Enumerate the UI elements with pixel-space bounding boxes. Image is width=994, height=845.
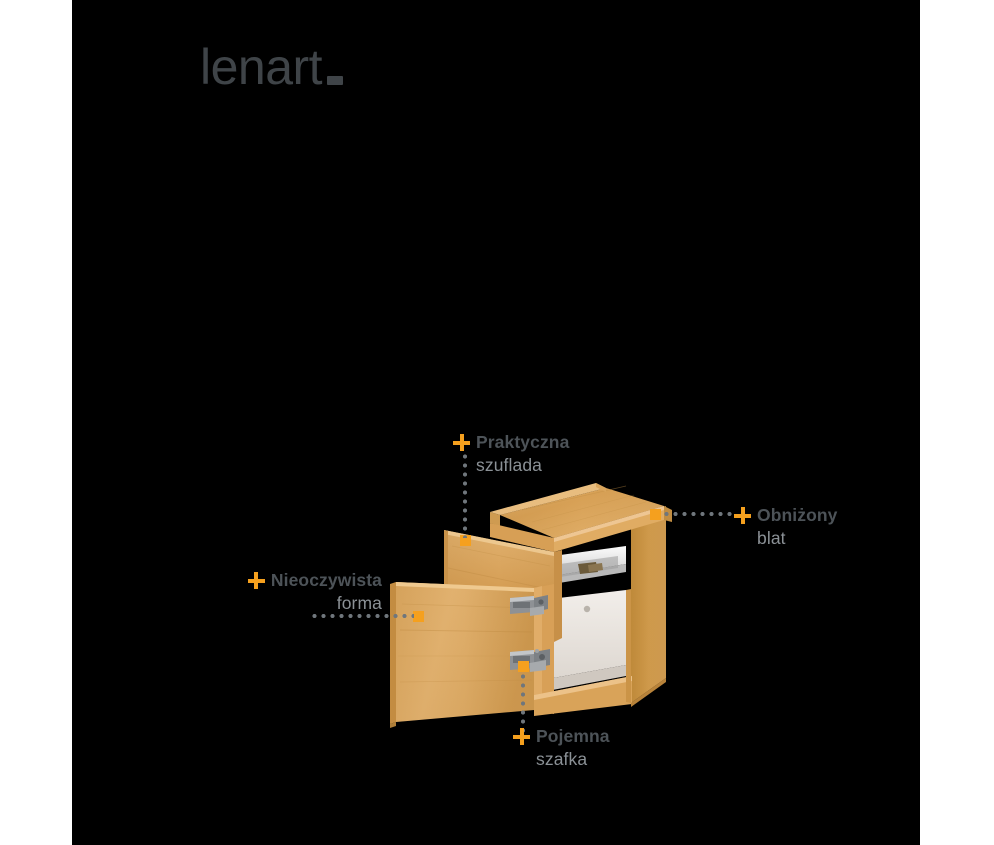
anchor-cabinet-base	[518, 661, 529, 672]
anchor-door-panel	[413, 611, 424, 622]
brand-wordmark: lenart	[200, 39, 323, 95]
drawer-box-side	[554, 550, 562, 642]
cabinet-body-right	[626, 589, 631, 703]
leader-line-obnizony-blat	[662, 512, 734, 516]
cabinet-interior	[542, 590, 626, 692]
leader-line-nieoczywista-forma	[310, 614, 414, 618]
callout-subtitle: szafka	[536, 749, 588, 769]
nightstand-illustration	[382, 480, 712, 740]
callout-subtitle: szuflada	[476, 455, 542, 475]
callout-head: Obniżony	[734, 505, 838, 526]
plus-icon	[247, 572, 265, 589]
anchor-drawer-front	[460, 535, 471, 546]
plus-icon	[734, 507, 751, 524]
leader-line-pojemna-szafka	[521, 672, 525, 734]
drawer-slide-rails	[553, 546, 626, 584]
leader-line-praktyczna-szuflada	[463, 452, 467, 538]
callout-praktyczna-szuflada: Praktyczna szuflada	[453, 432, 569, 476]
top-front-rim	[490, 506, 664, 552]
callout-nieoczywista-forma: Nieoczywista forma	[72, 570, 382, 614]
callout-title: Praktyczna	[476, 432, 570, 452]
cabinet-front-post	[534, 584, 554, 714]
top-back-lip	[490, 483, 606, 526]
brand-logo: lenart	[200, 39, 344, 95]
callout-obnizony-blat: Obniżony blat	[734, 505, 838, 549]
callout-title: Pojemna	[536, 726, 610, 746]
brand-dash-mark	[327, 75, 344, 85]
callout-subtitle: blat	[757, 528, 786, 548]
door-hinge-upper	[510, 595, 548, 616]
callout-title: Nieoczywista	[270, 570, 382, 590]
callout-head: Pojemna	[513, 726, 610, 747]
plus-icon	[453, 434, 470, 451]
door-hinge-lower	[510, 649, 550, 672]
callout-head: Nieoczywista	[72, 570, 382, 591]
cabinet-bottom-rail	[534, 676, 632, 716]
callout-title: Obniżony	[757, 505, 838, 525]
plus-icon	[513, 728, 530, 745]
callout-head: Praktyczna	[453, 432, 569, 453]
callout-pojemna-szafka: Pojemna szafka	[513, 726, 610, 770]
product-stage: lenart	[72, 0, 920, 845]
cabinet-right-side	[631, 506, 666, 703]
anchor-lowered-top	[650, 509, 661, 520]
callout-subtitle: forma	[336, 593, 382, 613]
lowered-top-surface	[500, 485, 664, 538]
